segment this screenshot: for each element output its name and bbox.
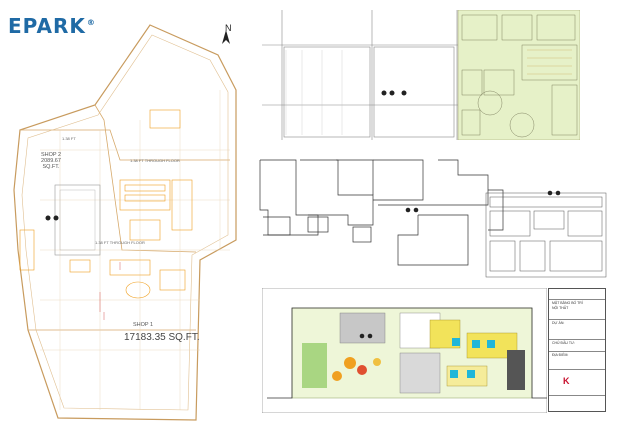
floor-plan-bottom-right [262,288,547,413]
titleblock-line-5: ĐỊA ĐIỂM: [552,353,569,357]
floor-plan-main [13,24,237,421]
titleblock-line-3: DỰ ÁN: [552,321,565,325]
plan1-note-1: 1.38 FT [62,136,76,141]
shop2-area: 2089.67 SQ.FT. [41,158,61,170]
north-arrow-icon [222,30,230,44]
drawing-title-block: MẶT BẰNG BỐ TRÍ NỘI THẤT DỰ ÁN: CHỦ ĐẦU … [548,288,606,412]
shop2-name: SHOP 2 [40,152,62,158]
north-label: N [225,23,232,33]
titleblock-logo: K [563,376,570,386]
floor-plan-middle-right [258,155,608,280]
floor-plan-top-right [262,10,580,140]
titleblock-line-1: MẶT BẰNG BỐ TRÍ [552,301,583,305]
titleblock-line-2: NỘI THẤT [552,306,569,310]
shop2-label: SHOP 2 2089.67 SQ.FT. [34,152,68,170]
shop1-name: SHOP 1 [132,322,154,328]
titleblock-line-4: CHỦ ĐẦU TƯ: [552,341,575,345]
registered-mark: ® [86,18,96,28]
shop1-area: 17183.35 SQ.FT. [124,332,200,343]
brand-logo-text: EPARK [8,14,86,38]
brand-logo: EPARK® [8,14,96,38]
plan1-note-2: 1.38 FT THROUGH FLOOR [130,158,180,163]
plan1-note-3: 1.38 FT THROUGH FLOOR [95,240,145,245]
